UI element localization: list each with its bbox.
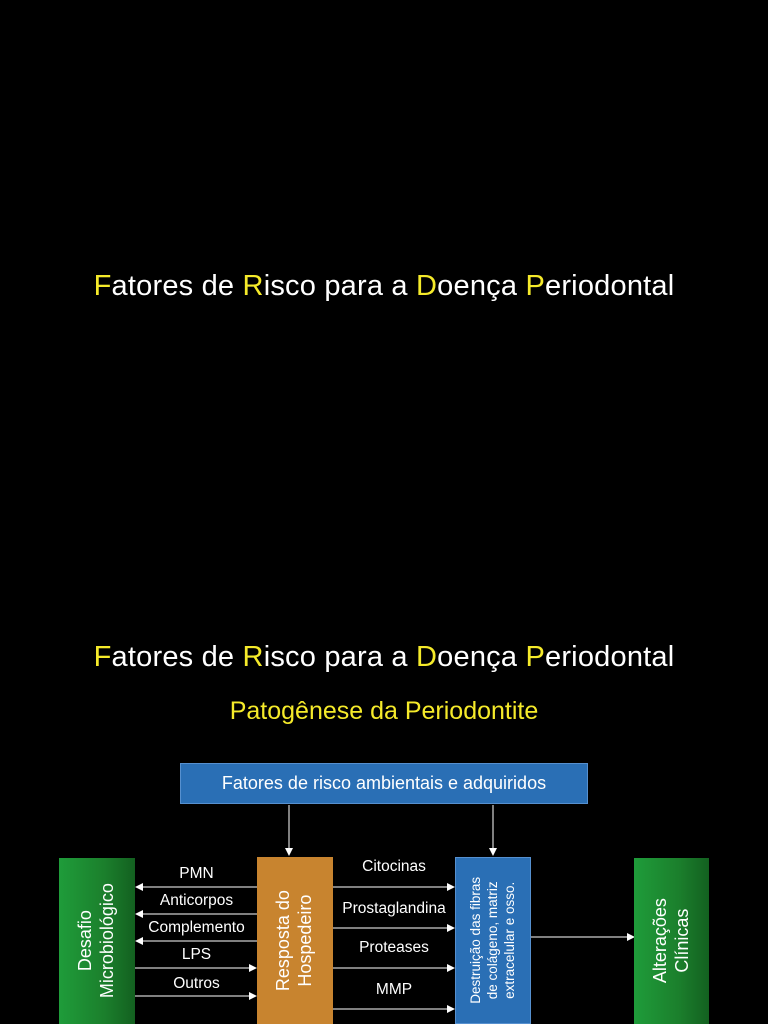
microbial-challenge-box: Desafio Microbiológico xyxy=(59,858,135,1024)
box-line: Microbiológico xyxy=(97,883,117,999)
label-prostaglandina: Prostaglandina xyxy=(342,900,446,917)
label-pmn: PMN xyxy=(179,865,214,882)
title-letter: R xyxy=(242,641,264,673)
label-mmp: MMP xyxy=(375,981,413,998)
clinical-changes-text: Alterações Clínicas xyxy=(650,898,693,983)
title-text: oença xyxy=(437,641,526,673)
title-text: isco para a xyxy=(263,270,417,302)
label-outros: Outros xyxy=(173,975,220,992)
title-text: eriodontal xyxy=(545,270,675,302)
box-line: Desafio xyxy=(75,910,96,972)
slide1-title: Fatores de Risco para a Doença Periodont… xyxy=(0,270,768,303)
label-citocinas: Citocinas xyxy=(362,858,426,875)
title-letter: R xyxy=(242,270,264,302)
box-line: Destruição das fibras xyxy=(467,877,483,1004)
box-line: Hospedeiro xyxy=(295,894,316,987)
label-complemento: Complemento xyxy=(148,919,245,936)
clinical-changes-box: Alterações Clínicas xyxy=(634,858,709,1024)
label-lps: LPS xyxy=(181,946,212,963)
title-letter: F xyxy=(93,641,112,673)
title-text: atores de xyxy=(111,270,243,302)
tissue-destruction-box: Destruição das fibras de colágeno, matri… xyxy=(455,857,531,1024)
label-anticorpos: Anticorpos xyxy=(159,892,234,909)
title-text: isco para a xyxy=(263,641,417,673)
title-text: atores de xyxy=(111,641,243,673)
slide2-subtitle: Patogênese da Periodontite xyxy=(229,697,539,725)
title-letter: D xyxy=(416,270,438,302)
title-letter: D xyxy=(416,641,438,673)
microbial-challenge-text: Desafio Microbiológico xyxy=(75,883,118,998)
host-response-box: Resposta do Hospedeiro xyxy=(257,857,333,1024)
box-line: extracelular e osso. xyxy=(501,881,517,1000)
title-letter: F xyxy=(93,270,112,302)
box-line: Alterações xyxy=(649,898,670,984)
env-risk-factors-box: Fatores de risco ambientais e adquiridos xyxy=(180,763,588,804)
tissue-destruction-text: Destruição das fibras de colágeno, matri… xyxy=(468,877,519,1004)
box-line: de colágeno, matriz xyxy=(484,881,500,1000)
title-text: oença xyxy=(437,270,526,302)
label-proteases: Proteases xyxy=(359,939,429,956)
title-letter: P xyxy=(525,641,545,673)
box-line: Resposta do xyxy=(273,889,294,992)
title-letter: P xyxy=(525,270,545,302)
title-text: eriodontal xyxy=(545,641,675,673)
box-line: Clínicas xyxy=(671,908,692,974)
host-response-text: Resposta do Hospedeiro xyxy=(273,890,316,991)
slide2-title: Fatores de Risco para a Doença Periodont… xyxy=(0,641,768,674)
